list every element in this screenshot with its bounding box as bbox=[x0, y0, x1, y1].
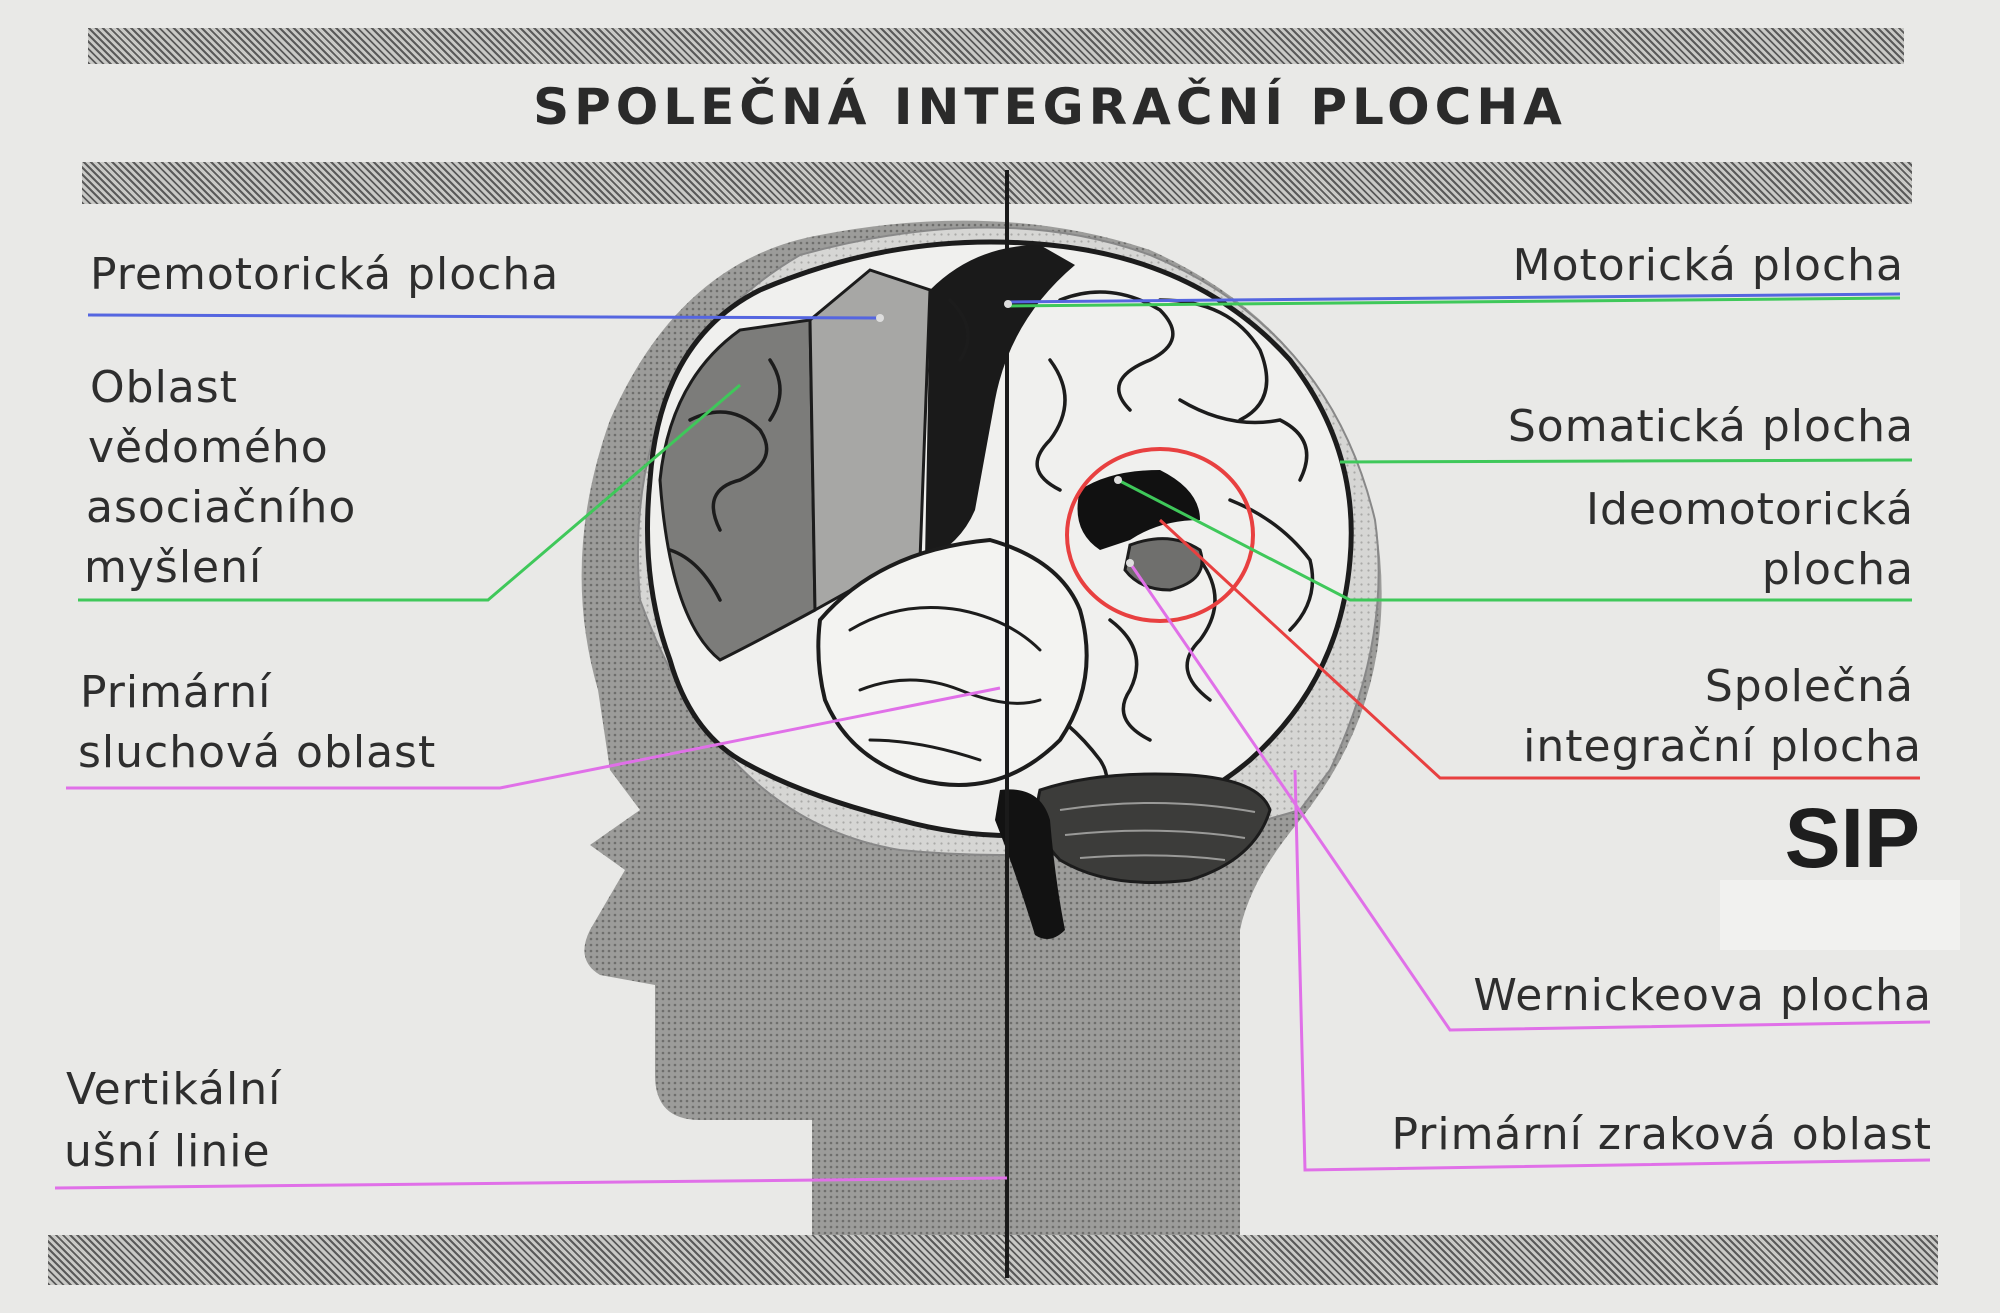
leader-dots bbox=[876, 300, 1134, 567]
leader-wernicke bbox=[1128, 562, 1931, 1032]
diagram-title: SPOLEČNÁ INTEGRAČNÍ PLOCHA bbox=[533, 78, 1567, 136]
ideomotor-area bbox=[1077, 470, 1200, 550]
label-somaticka: Somatická plocha bbox=[1507, 401, 1914, 452]
leader-sluchova bbox=[66, 686, 1001, 790]
bottom-hatch-band bbox=[48, 1235, 1938, 1285]
label-premotoricka: Premotorická plocha bbox=[90, 249, 560, 300]
label-sip: SIP bbox=[1784, 791, 1920, 885]
label-oblast-1: Oblast bbox=[90, 362, 238, 413]
leader-premotor bbox=[87, 313, 881, 320]
whiteout-patch bbox=[1720, 880, 1960, 950]
leader-motor-blue bbox=[1007, 292, 1901, 304]
leader-somatic bbox=[1339, 458, 1913, 464]
leader-lines bbox=[54, 292, 1931, 1190]
leader-oblast bbox=[78, 383, 741, 602]
motor-strip bbox=[925, 245, 1075, 560]
wernicke-area bbox=[1123, 537, 1204, 592]
highlight-circle bbox=[1065, 447, 1255, 623]
leader-vertikalni bbox=[54, 1176, 1008, 1190]
label-wernickeova: Wernickeova plocha bbox=[1473, 970, 1932, 1021]
label-zrakova: Primární zraková oblast bbox=[1391, 1109, 1932, 1160]
label-oblast-3: asociačního bbox=[86, 482, 357, 533]
label-spolecna-1: Společná bbox=[1704, 661, 1914, 712]
middle-hatch-band bbox=[82, 162, 1912, 204]
label-sluchova-2: sluchová oblast bbox=[78, 727, 437, 778]
leader-spolecna bbox=[1158, 518, 1920, 780]
leader-ideomotor bbox=[1117, 478, 1912, 602]
label-spolecna-2: integrační plocha bbox=[1523, 721, 1922, 772]
cerebellum bbox=[1036, 772, 1272, 884]
label-vertikalni-1: Vertikální bbox=[66, 1064, 282, 1115]
leader-zrakova bbox=[1293, 769, 1931, 1172]
label-ideomotoricka-2: plocha bbox=[1761, 544, 1914, 595]
label-oblast-2: vědomého bbox=[88, 422, 329, 473]
top-hatch-band bbox=[88, 28, 1904, 64]
temporal-lobe bbox=[816, 537, 1089, 787]
label-oblast-4: myšlení bbox=[84, 542, 263, 593]
label-vertikalni-2: ušní linie bbox=[64, 1126, 271, 1177]
brain-stem bbox=[995, 789, 1065, 939]
label-sluchova-1: Primární bbox=[80, 667, 272, 718]
label-motoricka: Motorická plocha bbox=[1512, 240, 1904, 291]
label-ideomotoricka-1: Ideomotorická bbox=[1585, 484, 1914, 535]
leader-motor-green bbox=[1007, 296, 1901, 308]
